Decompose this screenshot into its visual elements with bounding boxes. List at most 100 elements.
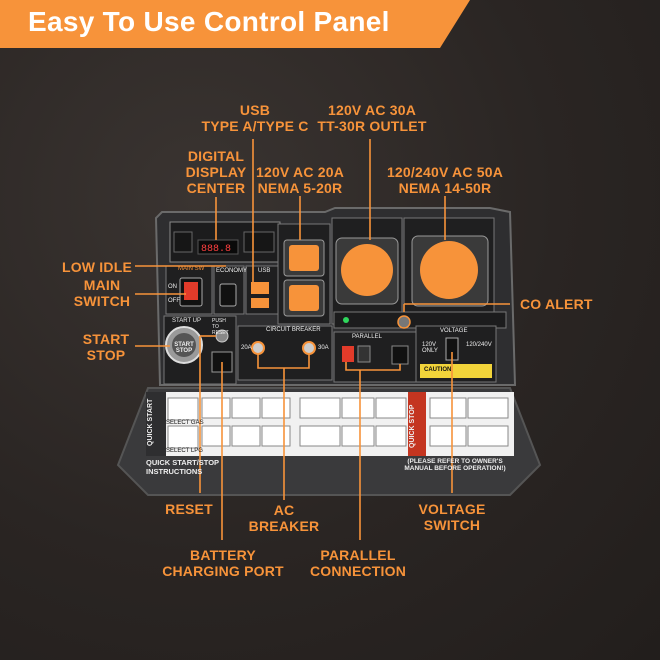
parallel-callout: PARALLEL CONNECTION [300, 547, 416, 579]
step-icon-9 [261, 425, 291, 447]
economy-label: ECONOMY [216, 268, 248, 274]
start-stop-callout-line1: START [82, 331, 130, 347]
outlet-30a [341, 244, 393, 296]
outlet-20a-top [289, 245, 319, 271]
select-gas-label: SELECT GAS [166, 420, 204, 426]
off-label: OFF [168, 298, 180, 304]
parallel-callout-line2: CONNECTION [309, 563, 407, 579]
parallel-terminal-black [357, 345, 371, 363]
display-digits: 888.8 [201, 244, 231, 255]
step-icon-10 [299, 425, 341, 447]
quick-start-label: QUICK START [147, 398, 154, 446]
outlet50-callout-line1: 120/240V AC 50A [386, 164, 504, 180]
caution-text: CAUTION [424, 367, 452, 373]
main-switch-callout: MAIN SWITCH [60, 277, 144, 309]
display-callout-line3: CENTER [186, 180, 246, 196]
battery-callout: BATTERY CHARGING PORT [150, 547, 296, 579]
outlet30-callout-line2: TT-30R OUTLET [317, 118, 427, 134]
voltage-switch-callout: VOLTAGE SWITCH [402, 501, 502, 533]
outlet50-callout-line2: NEMA 14-50R [398, 180, 492, 196]
step-icon-7 [201, 425, 231, 447]
quick-stop-label: QUICK STOP [409, 404, 416, 448]
usb-callout-line2: TYPE A/TYPE C [201, 118, 309, 134]
display-indicators [173, 231, 193, 253]
stop-step-icon-2 [467, 397, 509, 419]
outlet30-callout: 120V AC 30A TT-30R OUTLET [310, 102, 434, 134]
circuit-breaker-panel [237, 325, 333, 381]
step-icon-11 [341, 425, 375, 447]
callout-lines [135, 139, 510, 540]
main-switch-rocker [184, 282, 198, 300]
step-icon-5 [341, 397, 375, 419]
step-icon-12 [375, 425, 407, 447]
stop-step-icon-3 [429, 425, 467, 447]
parallel-label: PARALLEL [352, 334, 382, 340]
usb-port-c [251, 298, 269, 308]
page-title: Easy To Use Control Panel [28, 6, 390, 37]
digital-display [197, 239, 239, 255]
display-callout-line2: DISPLAY [185, 164, 247, 180]
step-icon-2 [231, 397, 261, 419]
parallel-callout-line1: PARALLEL [320, 547, 396, 563]
start-stop-btn-label[interactable]: START STOP [174, 342, 194, 354]
voltage-switch-callout-line1: VOLTAGE [418, 501, 486, 517]
breaker-30a-label: 30A [318, 345, 329, 351]
instructions-label: QUICK START/STOP INSTRUCTIONS [146, 458, 219, 476]
select-lpg-label: SELECT LPG [166, 448, 203, 454]
on-label: ON [168, 284, 177, 290]
circuit-breaker-label: CIRCUIT BREAKER [266, 327, 321, 333]
display-callout-line1: DIGITAL [187, 148, 245, 164]
outlet-20a-bottom [289, 285, 319, 311]
outlet-50a [420, 241, 478, 299]
step-icon-3 [261, 397, 291, 419]
co-alert-callout: CO ALERT [520, 296, 593, 312]
ac-breaker-callout: AC BREAKER [236, 502, 332, 534]
step-icon-1 [201, 397, 231, 419]
outlet20-callout: 120V AC 20A NEMA 5-20R [252, 164, 348, 196]
stop-step-icon-1 [429, 397, 467, 419]
main-switch-callout-line1: MAIN [83, 277, 121, 293]
outlet20-callout-line1: 120V AC 20A [255, 164, 345, 180]
caution-label [420, 364, 492, 378]
economy-switch [219, 283, 237, 307]
start-stop-callout: START STOP [70, 331, 142, 363]
voltage-120-label: 120V ONLY [422, 342, 438, 354]
reset-callout: RESET [165, 501, 213, 517]
usb-port-a [251, 282, 269, 294]
step-icon-4 [299, 397, 341, 419]
step-lpg-icon [167, 425, 199, 449]
quick-start-tab [146, 392, 166, 456]
stop-step-icon-4 [467, 425, 509, 447]
start-stop-center [172, 333, 196, 357]
main-sw-label: MAIN SW [178, 266, 205, 272]
display-legend [243, 231, 275, 253]
breaker-30a [302, 341, 316, 355]
usb-callout: USB TYPE A/TYPE C [180, 102, 330, 134]
outlet50-callout: 120/240V AC 50A NEMA 14-50R [374, 164, 516, 196]
co-alert-test-button [397, 315, 411, 329]
low-idle-callout: LOW IDLE [61, 259, 132, 275]
voltage-label: VOLTAGE [440, 328, 468, 334]
co-alert-led-green [343, 317, 349, 323]
breaker-20a-label: 20A [241, 345, 252, 351]
voltage-120-240-label: 120/240V [466, 342, 492, 348]
battery-callout-line1: BATTERY [190, 547, 256, 563]
outlet20-callout-line2: NEMA 5-20R [257, 180, 343, 196]
usb-callout-line1: USB [239, 102, 271, 118]
manual-note: (PLEASE REFER TO OWNER'S MANUAL BEFORE O… [404, 458, 506, 472]
ac-breaker-callout-line1: AC [273, 502, 295, 518]
quick-stop-tab [408, 392, 426, 456]
battery-callout-line2: CHARGING PORT [162, 563, 284, 579]
voltage-switch-callout-line2: SWITCH [423, 517, 481, 533]
breaker-20a [251, 341, 265, 355]
step-icon-6 [375, 397, 407, 419]
display-callout: DIGITAL DISPLAY CENTER [180, 148, 252, 196]
start-up-label: START UP [172, 318, 202, 324]
parallel-terminal-red [342, 346, 354, 362]
ac-breaker-callout-line2: BREAKER [248, 518, 320, 534]
outlet30-callout-line1: 120V AC 30A [327, 102, 417, 118]
start-stop-callout-line2: STOP [86, 347, 126, 363]
usb-label: USB [258, 268, 271, 274]
push-to-reset-label: PUSH TO RESET [212, 318, 229, 336]
